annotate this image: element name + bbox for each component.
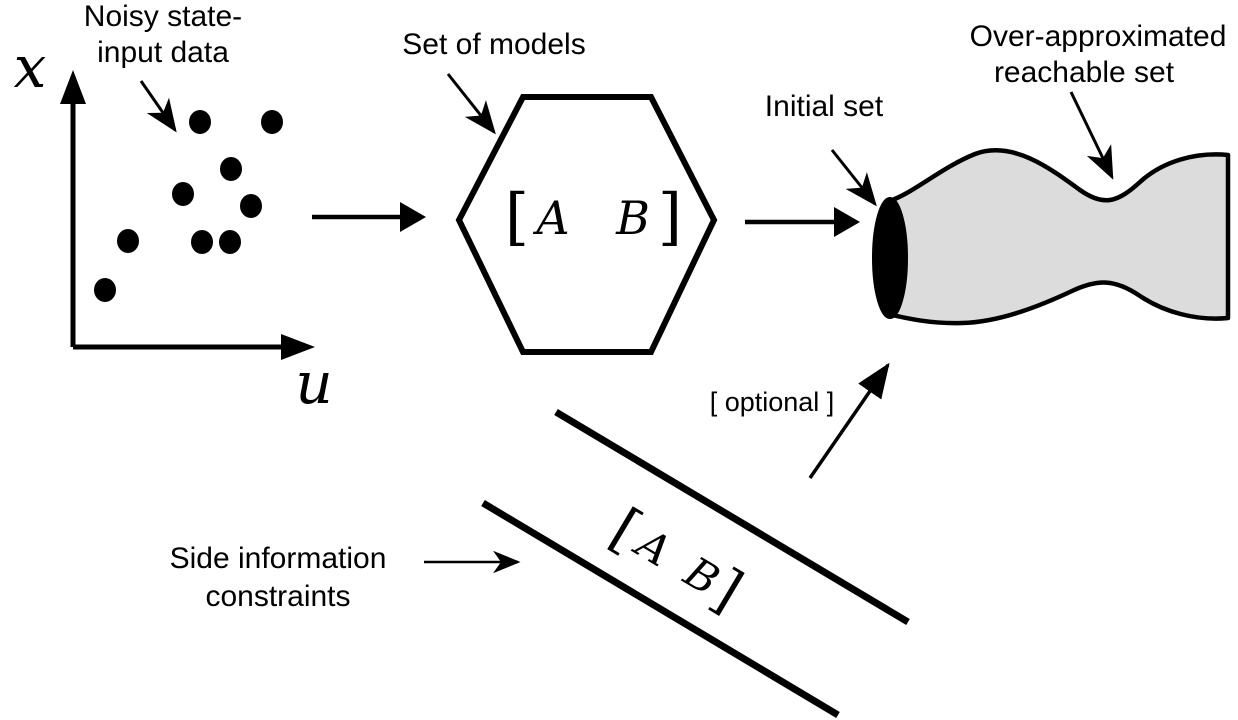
label-noisy-data-line2: input data <box>97 36 229 69</box>
initial-set-ellipse <box>872 197 908 319</box>
annotation-arrows-group <box>139 73 1114 574</box>
side-info-band-lower-line <box>481 499 840 719</box>
arrow-models-to-reach-head <box>834 207 860 237</box>
matrix-entry-b: B <box>615 191 650 245</box>
scatter-point <box>94 278 116 302</box>
label-set-of-models: Set of models <box>402 28 585 61</box>
axis-label-x: x <box>14 33 47 101</box>
optional-pointer-arrow <box>808 362 890 479</box>
scatter-point <box>240 194 262 218</box>
label-over-approx-line2: reachable set <box>994 56 1175 89</box>
label-optional: [ optional ] <box>710 387 835 417</box>
scatter-point <box>261 110 283 134</box>
scatter-point <box>220 157 242 181</box>
initial-set-pointer-arrow <box>830 149 877 207</box>
set-of-models-pointer-arrow <box>446 73 496 135</box>
axis-label-u: u <box>295 349 332 417</box>
scatter-point <box>189 110 211 134</box>
matrix-entry-a: A <box>532 191 569 245</box>
side-information-band-group: [ A B ] <box>481 408 910 719</box>
label-initial-set: Initial set <box>765 90 884 123</box>
label-side-info-line2: constraints <box>205 580 350 613</box>
arrow-data-to-models-head <box>400 202 426 232</box>
scatter-point <box>191 230 213 254</box>
reachable-set-shape <box>883 148 1231 326</box>
flow-arrows-group <box>312 202 860 237</box>
set-of-models-hexagon-group: [ A B ] <box>455 94 718 355</box>
label-over-approx-line1: Over-approximated <box>970 20 1227 53</box>
matrix-open-bracket: [ <box>505 180 529 253</box>
scatter-plot-group: x u <box>14 33 333 417</box>
scatter-points-group <box>94 110 283 302</box>
noisy-data-pointer-arrow <box>139 80 177 133</box>
scatter-point <box>117 229 139 253</box>
scatter-point <box>172 182 194 206</box>
text-labels-group: Noisy state- input data Set of models In… <box>84 0 1227 613</box>
matrix-close-bracket: ] <box>658 180 682 253</box>
scatter-point <box>219 230 241 254</box>
reachable-set-group <box>872 148 1231 326</box>
over-approx-pointer-arrow <box>1069 91 1114 180</box>
label-noisy-data-line1: Noisy state- <box>84 0 242 33</box>
axis-vertical-arrowhead <box>60 70 86 104</box>
side-info-band-upper-line <box>554 408 910 626</box>
label-side-info-line1: Side information <box>170 542 387 575</box>
axis-horizontal-arrowhead <box>281 334 315 360</box>
hexagon-shape <box>455 94 718 355</box>
